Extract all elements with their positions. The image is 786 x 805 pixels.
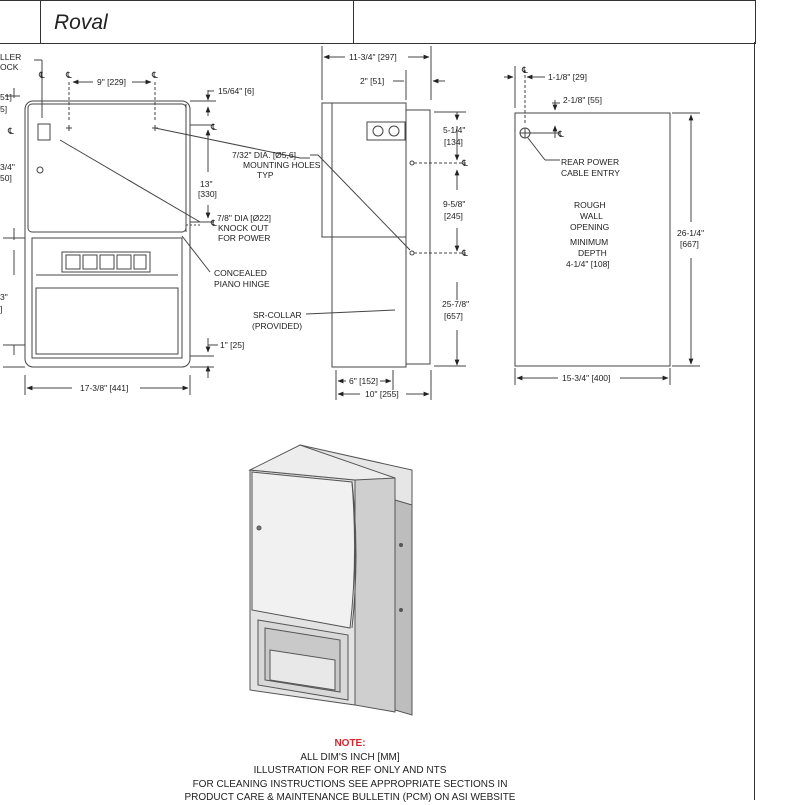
front-view-labels: LLER OCK 51] 5] 3/4" 50] 3" ] ℄ ℄ ℄ ℄ ℄ …: [0, 52, 321, 393]
rough-wall-opening: [514, 112, 671, 367]
knockout-label-1: 7/8" DIA [Ø22]: [217, 213, 271, 223]
wall-width-dim: 15-3/4" [400]: [562, 373, 610, 383]
notes-block: NOTE: ALL DIM'S INCH [MM] ILLUSTRATION F…: [100, 737, 600, 805]
front-dispenser-opening: [31, 237, 183, 359]
side-dim-9-1: 9-5/8": [443, 199, 465, 209]
collar-label-1: SR-COLLAR: [253, 310, 302, 320]
front-inner-recess: [35, 287, 179, 355]
front-control-box: [61, 251, 151, 273]
wall-height-dim-2: [667]: [680, 239, 699, 249]
hinge-label-1: CONCEALED: [214, 268, 267, 278]
front-top-offset-dim: 15/64" [6]: [218, 86, 254, 96]
front-clipped-dim-5: 3": [0, 292, 8, 302]
front-height-dim-2: [330]: [198, 189, 217, 199]
centerline-mark-1: ℄: [38, 70, 45, 80]
front-clipped-dim-3: 3/4": [0, 162, 15, 172]
title-cell-brand: Roval: [40, 1, 354, 43]
title-block: Roval: [0, 0, 756, 44]
centerline-mark-3: ℄: [151, 70, 158, 80]
knockout-label-3: FOR POWER: [218, 233, 270, 243]
knockout-label-2: KNOCK OUT: [218, 223, 269, 233]
note-title: NOTE:: [334, 738, 366, 749]
hinge-label-2: PIANO HINGE: [214, 279, 270, 289]
side-dim-9-2: [245]: [444, 211, 463, 221]
side-dim-5-2: [134]: [444, 137, 463, 147]
centerline-mark-6: ℄: [210, 218, 217, 228]
centerline-mark-5: ℄: [210, 122, 217, 132]
centerline-mark-4: ℄: [7, 126, 14, 136]
min-depth-label-3: 4-1/4" [108]: [566, 259, 610, 269]
side-depth-total-dim: 11-3/4" [297]: [349, 52, 397, 62]
front-clipped-label-1: LLER: [0, 52, 21, 62]
note-line-1: ALL DIM'S INCH [MM]: [300, 751, 400, 763]
front-spacing-dim: 9" [229]: [97, 77, 126, 87]
power-outlet: [366, 121, 406, 141]
side-view: [305, 46, 466, 400]
centerline-mark-10: ℄: [557, 129, 564, 139]
mounting-holes-label-2: MOUNTING HOLES: [243, 160, 321, 170]
power-entry-label-1: REAR POWER: [561, 157, 619, 167]
front-height-dim-1: 13": [200, 179, 212, 189]
opening-label-2: WALL: [580, 211, 603, 221]
wall-dim-2: 2-1/8" [55]: [563, 95, 602, 105]
front-bottom-offset-dim: 1" [25]: [220, 340, 244, 350]
opening-label-3: OPENING: [570, 222, 609, 232]
mounting-holes-label-3: TYP: [257, 170, 274, 180]
front-housing-outline: [24, 100, 191, 368]
power-entry-label-2: CABLE ENTRY: [561, 168, 620, 178]
side-recess-depth-dim: 6" [152]: [349, 376, 378, 386]
side-door-profile: [321, 102, 333, 238]
front-clipped-label-2: OCK: [0, 62, 19, 72]
collar-label-2: (PROVIDED): [252, 321, 302, 331]
note-line-3: FOR CLEANING INSTRUCTIONS SEE APPROPRIAT…: [192, 778, 508, 790]
isometric-product-illustration: [248, 444, 413, 716]
front-clipped-dim-1: 51]: [0, 92, 12, 102]
side-overall-depth-dim: 10" [255]: [365, 389, 399, 399]
centerline-mark-2: ℄: [65, 70, 72, 80]
sheet-border-right: [754, 42, 755, 800]
mounting-holes-label-1: 7/32" DIA. [Ø5,6]: [232, 150, 296, 160]
front-clipped-dim-2: 5]: [0, 104, 7, 114]
note-line-4: PRODUCT CARE & MAINTENANCE BULLETIN (PCM…: [184, 792, 516, 803]
wall-height-dim-1: 26-1/4": [677, 228, 704, 238]
note-line-2: ILLUSTRATION FOR REF ONLY AND NTS: [253, 765, 447, 776]
side-collar-profile: [405, 109, 431, 365]
title-cell-blank: [0, 1, 41, 43]
side-dim-5-1: 5-1/4": [443, 125, 465, 135]
front-clipped-dim-6: ]: [0, 304, 2, 314]
wall-dim-1: 1-1/8" [29]: [548, 72, 587, 82]
lock-block: [37, 123, 51, 141]
wall-opening-labels: ℄ 1-1/8" [29] 2-1/8" [55] ℄ REAR POWER C…: [521, 65, 704, 383]
min-depth-label-2: DEPTH: [578, 248, 607, 258]
side-view-labels: 11-3/4" [297] 2" [51] 5-1/4" [134] ℄ 9-5…: [252, 52, 469, 399]
side-dim-25-1: 25-7/8": [442, 299, 469, 309]
centerline-mark-7: ℄: [461, 158, 468, 168]
wall-opening-view: [504, 66, 700, 385]
keyhole-circle: [36, 166, 44, 174]
front-view: [3, 59, 310, 395]
side-dim-25-2: [657]: [444, 311, 463, 321]
min-depth-label-1: MINIMUM: [570, 237, 608, 247]
side-offset-dim: 2" [51]: [360, 76, 384, 86]
front-width-dim: 17-3/8" [441]: [80, 383, 128, 393]
brand-name: Roval: [54, 11, 108, 34]
centerline-mark-8: ℄: [461, 248, 468, 258]
centerline-mark-9: ℄: [521, 65, 528, 75]
opening-label-1: ROUGH: [574, 200, 606, 210]
front-clipped-dim-4: 50]: [0, 173, 12, 183]
